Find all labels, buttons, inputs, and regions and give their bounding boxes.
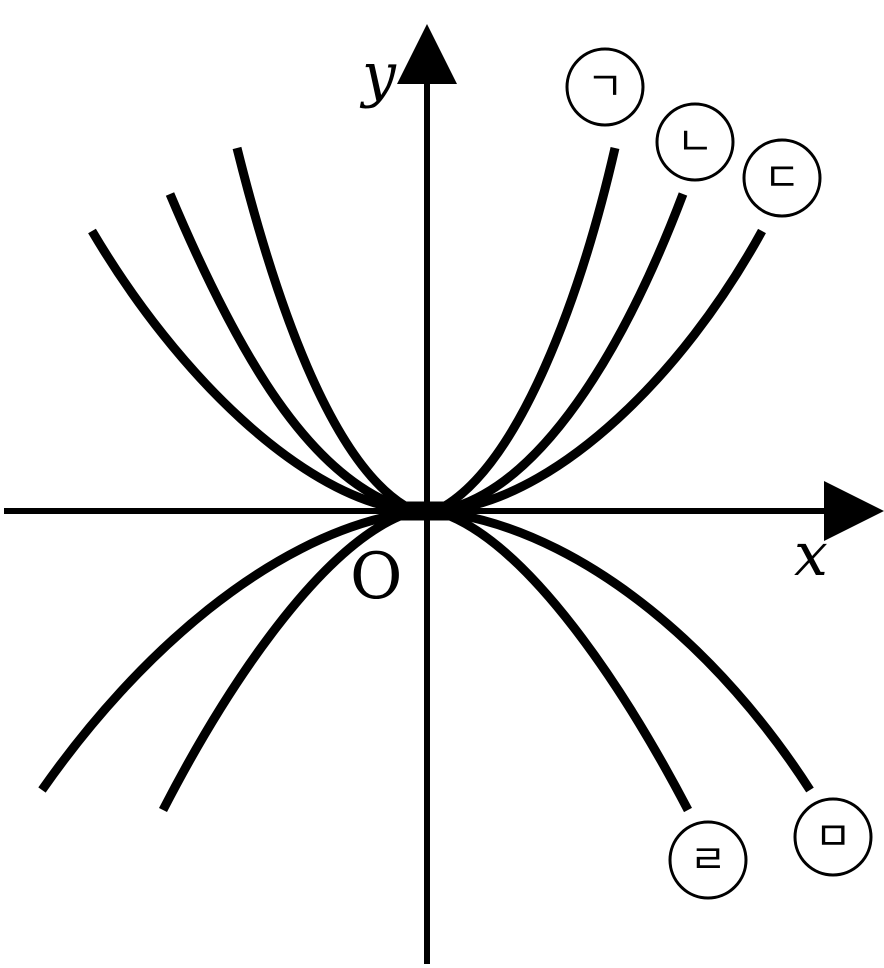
- curve-marker-1-text: ㄱ: [587, 64, 624, 110]
- curve-marker-2: ㄴ: [655, 102, 735, 182]
- origin-label: O: [350, 540, 402, 614]
- curve-marker-3-text: ㄷ: [764, 155, 801, 201]
- curve-5: [38, 510, 814, 793]
- curve-marker-1: ㄱ: [565, 47, 645, 127]
- curve-marker-4: ㄹ: [668, 820, 748, 900]
- curve-marker-2-text: ㄴ: [677, 119, 714, 165]
- curve-marker-4-text: ㄹ: [690, 837, 727, 883]
- curve-marker-5-text: ㅁ: [815, 814, 852, 860]
- y-axis-label: y: [359, 40, 397, 110]
- curve-marker-3: ㄷ: [742, 138, 822, 218]
- curve-marker-5: ㅁ: [793, 797, 873, 877]
- x-axis-label: x: [794, 520, 828, 590]
- curve-3: [88, 228, 766, 513]
